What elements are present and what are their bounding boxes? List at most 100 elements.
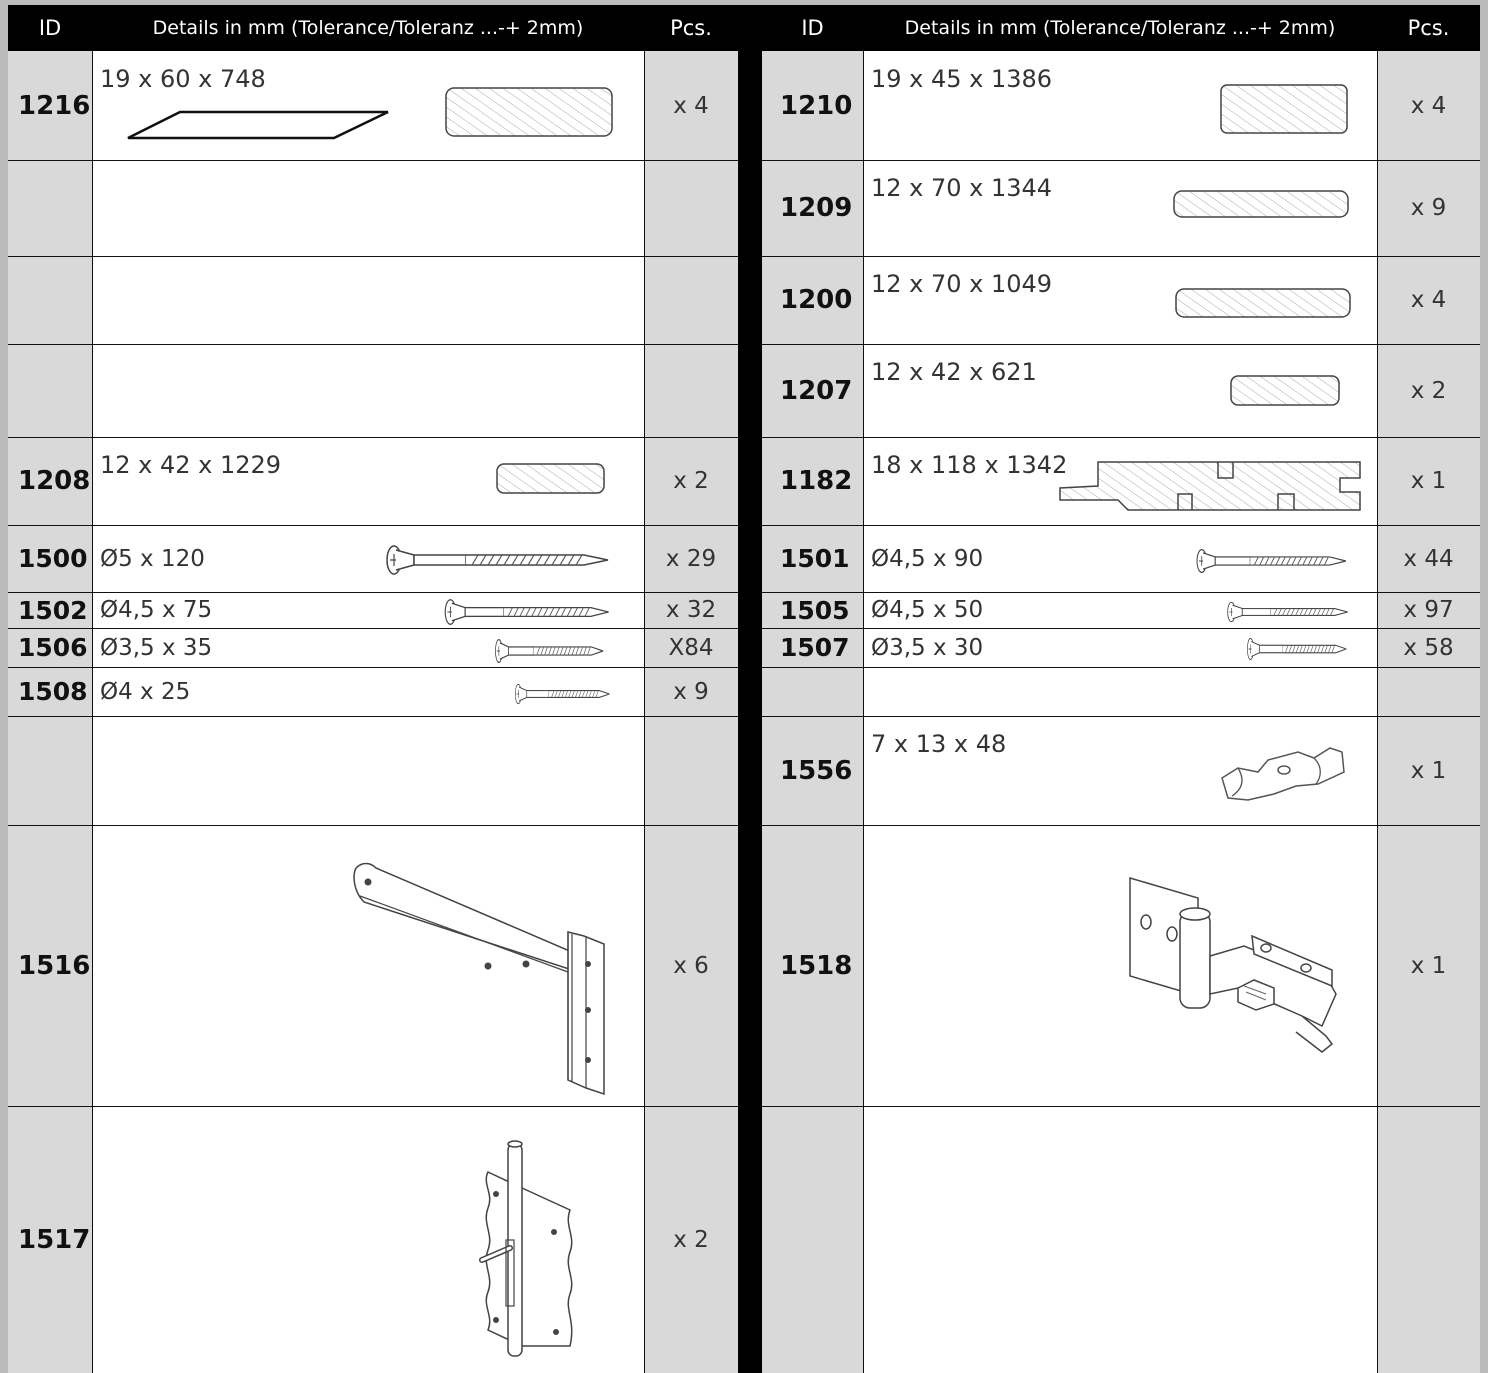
right-part-quantity: x 1: [1410, 757, 1447, 784]
grid-hline: [762, 1105, 1480, 1107]
grid-hline: [8, 524, 738, 526]
left-part-quantity: X84: [668, 634, 714, 661]
right-part-id: 1505: [780, 595, 850, 625]
right-part-quantity: x 4: [1410, 92, 1447, 119]
left-part-id: 1508: [18, 677, 88, 706]
right-part-id: 1507: [780, 633, 850, 662]
grid-hline: [762, 159, 1480, 161]
grid-hline: [8, 159, 738, 161]
right-part-id: 1200: [780, 285, 853, 315]
left-part-quantity: x 32: [665, 597, 717, 623]
right-part-quantity: x 9: [1410, 195, 1447, 221]
board-icon: [1175, 288, 1351, 318]
right-part-quantity: x 2: [1410, 377, 1447, 404]
right-id-column-bg: [762, 51, 863, 1373]
grid-vline: [862, 51, 864, 1373]
left-header-id: ID: [8, 5, 92, 51]
right-part-id: 1556: [780, 755, 853, 786]
grid-vline: [1376, 51, 1378, 1373]
right-part-dimensions: 19 x 45 x 1386: [871, 65, 1053, 93]
left-header-details: Details in mm (Tolerance/Toleranz ...-+ …: [92, 5, 644, 51]
grid-hline: [762, 666, 1480, 668]
right-part-quantity: x 1: [1410, 468, 1447, 494]
right-part-dimensions: 18 x 118 x 1342: [871, 451, 1068, 479]
grid-vline: [643, 51, 645, 1373]
grid-hline: [8, 824, 738, 826]
grid-hline: [762, 715, 1480, 717]
left-part-id: 1502: [18, 595, 88, 625]
right-part-id: 1209: [780, 193, 853, 223]
left-part-dimensions: 12 x 42 x 1229: [100, 451, 282, 479]
grid-hline: [8, 591, 738, 593]
screw-icon: [1196, 549, 1347, 573]
grid-hline: [8, 343, 738, 345]
tee-hinge-icon: [353, 862, 605, 1096]
right-part-quantity: x 97: [1403, 597, 1454, 623]
right-part-dimensions: Ø3,5 x 30: [871, 634, 984, 661]
right-part-quantity: x 58: [1403, 634, 1454, 661]
left-pcs-column-bg: [644, 51, 738, 1373]
board-icon: [1173, 190, 1349, 218]
left-part-dimensions: Ø4 x 25: [100, 678, 191, 705]
left-header-pcs: Pcs.: [644, 5, 738, 51]
right-part-id: 1518: [780, 950, 853, 981]
latch-keeper-icon: [1221, 747, 1345, 801]
left-id-column-bg: [8, 51, 92, 1373]
grid-hline: [8, 715, 738, 717]
right-pcs-column-bg: [1377, 51, 1480, 1373]
grid-hline: [762, 627, 1480, 629]
right-part-quantity: x 4: [1410, 287, 1447, 313]
grid-hline: [8, 1105, 738, 1107]
left-part-quantity: x 2: [673, 1226, 709, 1253]
screw-icon: [1246, 637, 1347, 661]
right-part-quantity: [1377, 667, 1480, 716]
left-part-id: 1208: [18, 466, 91, 496]
board-icon: [127, 87, 613, 140]
right-part-dimensions: 12 x 42 x 621: [871, 358, 1037, 386]
right-header-id: ID: [762, 5, 863, 51]
board-icon: [496, 463, 605, 494]
right-part-dimensions: 7 x 13 x 48: [871, 730, 1007, 758]
left-part-quantity: x 6: [673, 952, 709, 979]
left-part-id: 1516: [18, 950, 91, 981]
left-part-id: [18, 716, 92, 825]
gate-pin-hinge-icon: [479, 1140, 573, 1357]
left-part-id: [18, 256, 92, 344]
left-part-dimensions: Ø5 x 120: [100, 545, 205, 572]
right-part-id: [780, 667, 871, 716]
right-part-quantity: [1377, 1106, 1480, 1373]
screw-icon: [386, 545, 609, 575]
grid-hline: [762, 255, 1480, 257]
left-part-quantity: x 4: [673, 92, 709, 119]
grid-vline: [91, 51, 93, 1373]
left-part-quantity: [644, 344, 738, 437]
left-part-dimensions: Ø4,5 x 75: [100, 597, 213, 623]
left-part-quantity: x 2: [673, 468, 709, 494]
right-part-dimensions: Ø4,5 x 90: [871, 545, 984, 572]
right-part-quantity: x 1: [1410, 952, 1447, 979]
frame-right: [1480, 0, 1488, 1373]
frame-top: [0, 0, 1488, 5]
right-part-id: 1501: [780, 544, 850, 573]
left-part-quantity: [644, 256, 738, 344]
left-part-id: 1506: [18, 633, 88, 662]
left-part-quantity: x 9: [673, 678, 709, 705]
right-part-quantity: x 44: [1403, 545, 1454, 572]
right-part-id: 1210: [780, 90, 853, 121]
grid-hline: [762, 591, 1480, 593]
left-part-id: 1500: [18, 544, 88, 573]
grid-hline: [762, 343, 1480, 345]
right-part-id: 1207: [780, 375, 853, 406]
left-part-dimensions: Ø3,5 x 35: [100, 634, 213, 661]
right-part-dimensions: Ø4,5 x 50: [871, 597, 984, 623]
screw-icon: [1227, 601, 1349, 623]
tongue-groove-board-icon: [1059, 461, 1361, 511]
grid-hline: [8, 627, 738, 629]
right-header-pcs: Pcs.: [1377, 5, 1480, 51]
board-icon: [1230, 375, 1340, 406]
screw-icon: [514, 683, 610, 705]
center-divider: [738, 5, 762, 1373]
grid-hline: [762, 524, 1480, 526]
left-part-dimensions: 19 x 60 x 748: [100, 65, 266, 93]
grid-hline: [8, 436, 738, 438]
